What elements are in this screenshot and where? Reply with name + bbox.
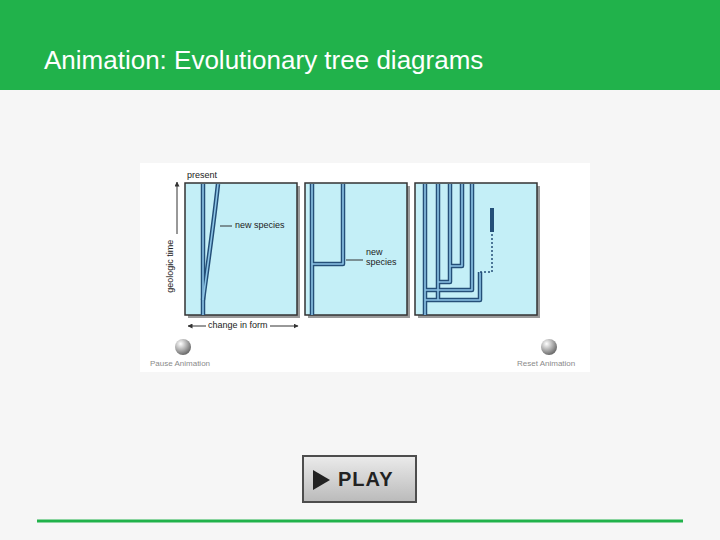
fossil-gap <box>480 232 492 272</box>
diagram-label: Pause Animation <box>150 359 210 368</box>
diagram-label: new species <box>235 220 285 230</box>
lineage-tubes-inner <box>203 184 480 315</box>
time-arrow <box>177 182 178 234</box>
panels <box>185 183 540 318</box>
header-bar <box>0 0 720 90</box>
diagram-label: geologic time <box>166 239 176 292</box>
diagram-label: Reset Animation <box>517 359 575 368</box>
play-button-face <box>302 455 417 503</box>
slide-title: Animation: Evolutionary tree diagrams <box>44 46 483 76</box>
play-triangle <box>313 470 330 490</box>
footer-rule <box>37 520 683 523</box>
button-label: PLAY <box>338 468 394 491</box>
play-button: PLAY <box>302 455 417 503</box>
diagram-label: present <box>187 170 217 180</box>
lineage-tubes <box>203 184 480 315</box>
diagram-label: change in form <box>206 320 270 330</box>
diagram-label: new species <box>366 247 406 268</box>
pause-button <box>175 339 191 355</box>
leader-line <box>346 260 363 261</box>
image-area <box>140 163 590 372</box>
reset-button <box>541 339 557 355</box>
fossil-record <box>490 208 494 232</box>
leader-line <box>220 226 232 227</box>
